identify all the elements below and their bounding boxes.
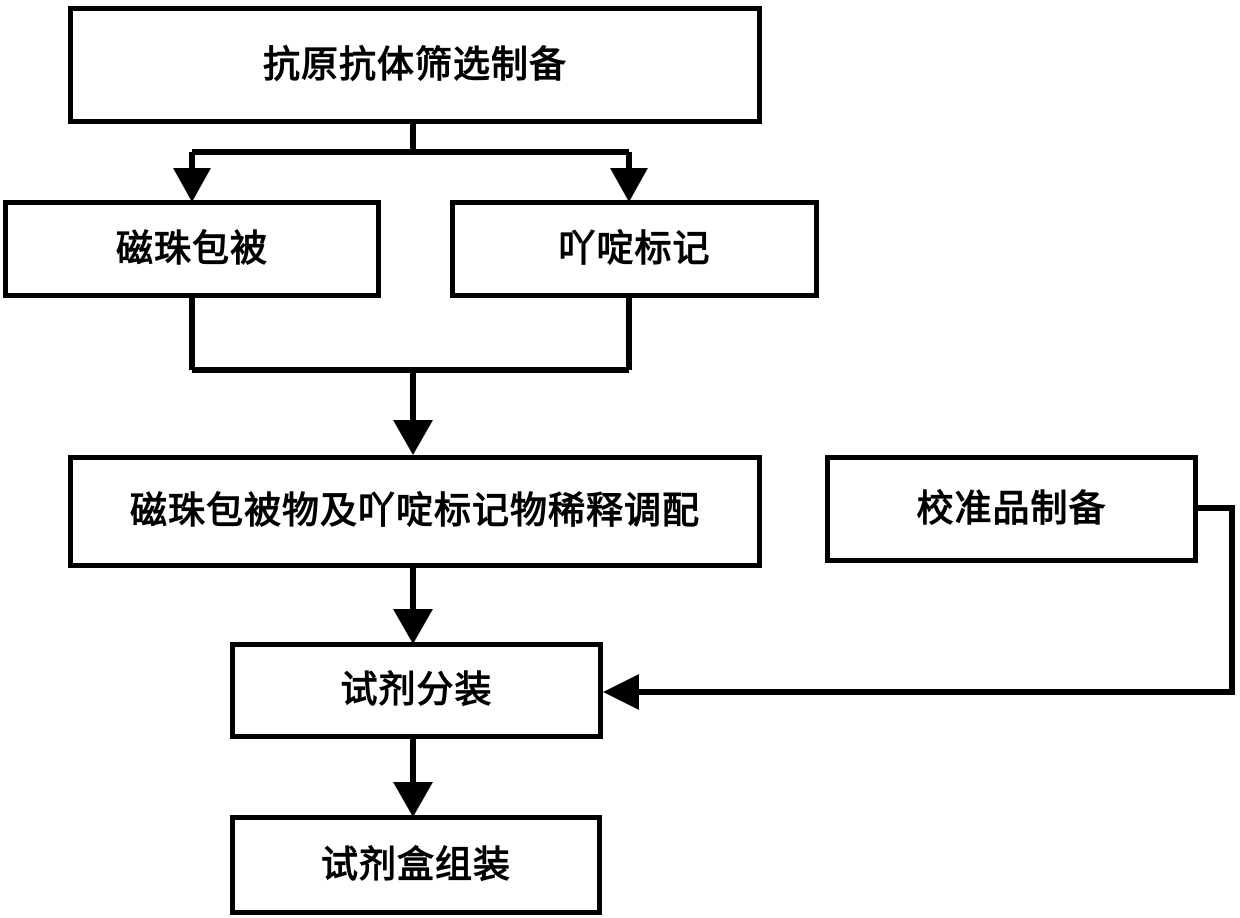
arrowhead-to-acridine-label [610, 168, 648, 202]
arrowhead-to-dispensing-right [603, 674, 639, 710]
node-label-calibrator-preparation: 校准品制备 [916, 486, 1107, 530]
edge-calibrator-to-dispensing [637, 505, 1235, 695]
node-dilution-formulation[interactable]: 磁珠包被物及吖啶标记物稀释调配 [68, 455, 762, 568]
node-label-reagent-dispensing: 试剂分装 [340, 668, 493, 712]
node-acridine-labeling[interactable]: 吖啶标记 [450, 200, 819, 298]
node-label-dilution-formulation: 磁珠包被物及吖啶标记物稀释调配 [130, 489, 700, 533]
node-magnetic-bead-coating[interactable]: 磁珠包被 [3, 200, 381, 298]
node-label-acridine-labeling: 吖啶标记 [558, 226, 711, 270]
node-label-screening: 抗原抗体筛选制备 [263, 42, 567, 86]
node-reagent-dispensing[interactable]: 试剂分装 [230, 642, 603, 739]
node-label-kit-assembly: 试剂盒组装 [321, 842, 511, 886]
arrowhead-to-bead-coating [173, 168, 211, 202]
arrowhead-to-dispensing [393, 609, 433, 644]
arrowhead-to-kit-assembly [393, 782, 433, 817]
node-antigen-antibody-screening[interactable]: 抗原抗体筛选制备 [68, 6, 762, 124]
node-kit-assembly[interactable]: 试剂盒组装 [230, 815, 602, 915]
node-calibrator-preparation[interactable]: 校准品制备 [825, 455, 1198, 563]
arrowhead-to-dilution [393, 420, 433, 455]
node-label-bead-coating: 磁珠包被 [116, 226, 268, 270]
